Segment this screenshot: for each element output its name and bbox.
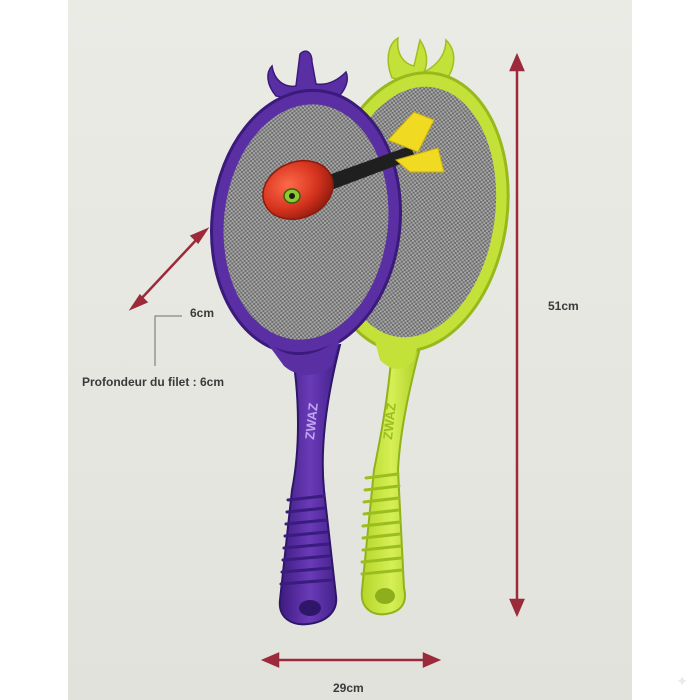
depth-label-short: 6cm (190, 306, 215, 320)
dart-shaft (320, 146, 416, 192)
height-arrow (509, 52, 525, 618)
depth-arrow (128, 227, 210, 311)
purple-racket-handle (278, 343, 342, 626)
dart-fin-bottom (394, 147, 445, 173)
height-label: 51cm (548, 299, 579, 313)
width-arrow (260, 652, 442, 668)
purple-racket-mesh (223, 104, 389, 340)
dart-fin-top (387, 111, 435, 153)
purple-racket (210, 50, 402, 626)
brand-mark-green: ZWAZ (380, 402, 399, 440)
width-label: 29cm (333, 681, 364, 695)
green-racket-grip (360, 472, 404, 576)
dart (262, 111, 445, 221)
net-depth-label: Profondeur du filet : 6cm (82, 375, 225, 389)
brand-mark-purple: ZWAZ (302, 402, 321, 440)
dart-ball (262, 159, 334, 221)
sparkle-icon: ✦ (676, 674, 688, 690)
depth-leader-line (154, 315, 182, 366)
green-racket-handle (360, 338, 424, 616)
purple-racket-grip (279, 494, 333, 586)
